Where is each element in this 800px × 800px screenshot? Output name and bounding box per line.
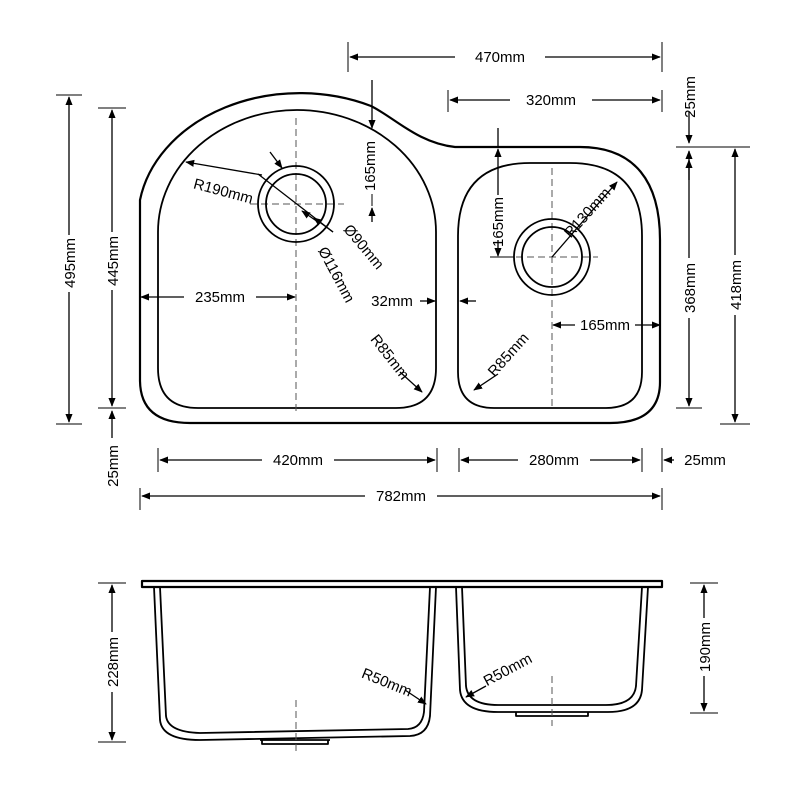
dimension-495mm: 495mm bbox=[62, 96, 79, 423]
small-bowl-profile bbox=[455, 586, 649, 713]
dimension-165mm-small: 165mm bbox=[490, 128, 514, 258]
dimension-r50mm-large: R50mm bbox=[359, 665, 427, 705]
label-320mm: 320mm bbox=[526, 92, 576, 109]
label-165mm-small: 165mm bbox=[490, 197, 507, 247]
label-495mm: 495mm bbox=[62, 238, 79, 288]
label-165mm-horizontal: 165mm bbox=[580, 317, 630, 334]
dimension-320mm: 320mm bbox=[449, 92, 661, 109]
dimension-25mm-right: 25mm bbox=[682, 76, 699, 180]
dimension-280mm: 280mm bbox=[460, 452, 641, 469]
dimension-25mm-left: 25mm bbox=[105, 410, 122, 487]
label-228mm: 228mm bbox=[105, 637, 122, 687]
label-r50mm-small: R50mm bbox=[481, 650, 535, 690]
label-25mm-bottom: 25mm bbox=[684, 452, 726, 469]
dimension-470mm: 470mm bbox=[349, 49, 661, 66]
large-waste-inner-ring bbox=[265, 173, 327, 235]
dimension-235mm: 235mm bbox=[140, 289, 296, 306]
label-470mm: 470mm bbox=[475, 49, 525, 66]
large-bowl-profile bbox=[153, 586, 437, 741]
label-190mm: 190mm bbox=[697, 622, 714, 672]
label-165mm-large: 165mm bbox=[362, 141, 379, 191]
sink-flange bbox=[140, 579, 664, 589]
label-r130mm: R130mm bbox=[561, 185, 614, 242]
label-r85mm-small: R85mm bbox=[485, 330, 533, 380]
dimension-420mm: 420mm bbox=[159, 452, 436, 469]
dimension-r50mm-small: R50mm bbox=[465, 650, 535, 698]
dimension-32mm: 32mm bbox=[371, 293, 476, 310]
label-25mm-left: 25mm bbox=[105, 445, 122, 487]
small-waste-inner-ring bbox=[521, 226, 583, 288]
dimension-190mm: 190mm bbox=[697, 584, 714, 712]
sink-outer-rim bbox=[138, 92, 662, 425]
label-280mm: 280mm bbox=[529, 452, 579, 469]
small-bowl-inner-outline bbox=[457, 162, 643, 409]
label-782mm: 782mm bbox=[376, 488, 426, 505]
label-235mm: 235mm bbox=[195, 289, 245, 306]
label-diameter-116mm: Ø116mm bbox=[314, 244, 357, 305]
label-25mm-right: 25mm bbox=[682, 76, 699, 118]
large-bowl-inner-wall bbox=[159, 586, 431, 734]
label-diameter-90mm: Ø90mm bbox=[340, 221, 387, 273]
side-view: 228mm 190mm R50mm R50mm bbox=[98, 579, 718, 752]
large-waste-outer-ring bbox=[257, 165, 335, 243]
large-bowl-inner-outline bbox=[157, 109, 437, 409]
dimension-165mm-horizontal: 165mm bbox=[552, 317, 661, 334]
dimension-368mm: 368mm bbox=[682, 159, 699, 407]
dimension-418mm: 418mm bbox=[728, 148, 745, 423]
label-32mm: 32mm bbox=[371, 293, 413, 310]
label-r190mm: R190mm bbox=[192, 176, 255, 208]
dimension-25mm-bottom: 25mm bbox=[663, 452, 726, 469]
label-418mm: 418mm bbox=[728, 260, 745, 310]
label-445mm: 445mm bbox=[105, 236, 122, 286]
dimension-445mm: 445mm bbox=[105, 109, 122, 407]
dimension-228mm: 228mm bbox=[105, 584, 122, 741]
dimension-782mm: 782mm bbox=[141, 488, 661, 505]
dimension-r85mm-small: R85mm bbox=[473, 330, 533, 391]
dimension-165mm-large: 165mm bbox=[362, 80, 379, 222]
large-bowl-drain-flange bbox=[261, 740, 329, 745]
label-r50mm-large: R50mm bbox=[359, 665, 414, 700]
dimension-r190mm: R190mm bbox=[185, 159, 263, 208]
plan-view: 470mm 320mm 25mm 495mm 445mm 25m bbox=[56, 42, 750, 510]
label-368mm: 368mm bbox=[682, 263, 699, 313]
label-420mm: 420mm bbox=[273, 452, 323, 469]
dimension-r85mm-large: R85mm bbox=[367, 331, 423, 393]
label-r85mm-large: R85mm bbox=[367, 331, 413, 383]
extension-lines bbox=[56, 42, 750, 510]
